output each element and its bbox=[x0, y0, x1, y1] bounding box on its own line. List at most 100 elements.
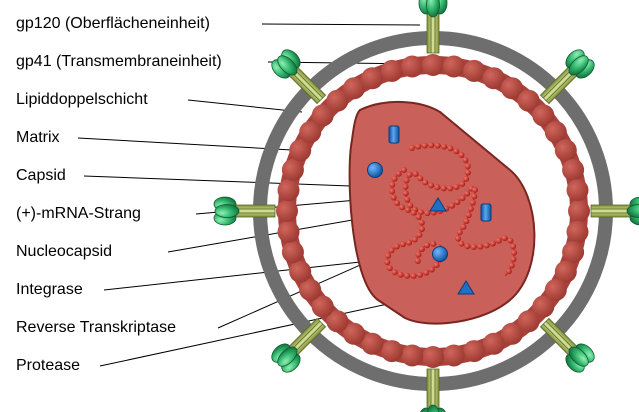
rna-nucleotide bbox=[447, 145, 453, 151]
matrix-bead bbox=[555, 139, 577, 161]
rna-nucleotide bbox=[403, 184, 409, 190]
rna-nucleotide bbox=[454, 199, 460, 205]
rna-nucleotide bbox=[502, 235, 508, 241]
rna-nucleotide bbox=[384, 259, 390, 265]
rna-nucleotide bbox=[490, 241, 496, 247]
rna-nucleotide bbox=[419, 220, 425, 226]
rna-nucleotide bbox=[404, 273, 410, 279]
matrix-bead bbox=[567, 221, 589, 243]
rna-nucleotide bbox=[454, 184, 460, 190]
rna-nucleotide bbox=[464, 243, 470, 249]
matrix-bead bbox=[278, 221, 300, 243]
matrix-bead bbox=[282, 159, 304, 181]
rna-nucleotide bbox=[398, 272, 404, 278]
matrix-bead bbox=[276, 200, 298, 222]
rna-nucleotide bbox=[477, 244, 483, 250]
rna-nucleotide bbox=[394, 244, 400, 250]
rna-nucleotide bbox=[471, 193, 477, 199]
rna-nucleotide bbox=[466, 212, 472, 218]
rna-nucleotide bbox=[441, 144, 447, 150]
matrix-bead bbox=[443, 345, 465, 367]
matrix-bead bbox=[483, 333, 505, 355]
rna-nucleotide bbox=[411, 210, 417, 216]
rna-nucleotide bbox=[463, 218, 469, 224]
rna-nucleotide bbox=[471, 244, 477, 250]
rna-nucleotide bbox=[417, 175, 423, 181]
matrix-bead bbox=[381, 60, 403, 82]
matrix-bead bbox=[282, 241, 304, 263]
rna-nucleotide bbox=[413, 171, 419, 177]
rna-nucleotide bbox=[463, 157, 469, 163]
matrix-bead bbox=[422, 346, 444, 368]
rna-nucleotide bbox=[428, 142, 434, 148]
rna-nucleotide bbox=[394, 200, 400, 206]
gp120-spike-icon bbox=[591, 197, 639, 225]
matrix-bead bbox=[278, 179, 300, 201]
rna-nucleotide bbox=[419, 226, 425, 232]
matrix-bead bbox=[289, 261, 311, 283]
rna-nucleotide bbox=[389, 188, 395, 194]
rna-nucleotide bbox=[434, 262, 440, 268]
rna-nucleotide bbox=[411, 273, 417, 279]
rna-nucleotide bbox=[496, 238, 502, 244]
rna-nucleotide bbox=[403, 190, 409, 196]
matrix-bead bbox=[422, 54, 444, 76]
rna-nucleotide bbox=[405, 207, 411, 213]
rna-nucleotide bbox=[422, 143, 428, 149]
rna-nucleotide bbox=[459, 181, 465, 187]
matrix-bead bbox=[381, 340, 403, 362]
rna-nucleotide bbox=[409, 145, 415, 151]
rna-nucleotide bbox=[484, 242, 490, 248]
rna-nucleotide bbox=[401, 167, 407, 173]
matrix-bead bbox=[463, 340, 485, 362]
rna-nucleotide bbox=[464, 191, 470, 197]
rna-nucleotide bbox=[407, 172, 413, 178]
matrix-bead bbox=[567, 179, 589, 201]
rna-nucleotide bbox=[387, 265, 393, 271]
rna-nucleotide bbox=[417, 272, 423, 278]
matrix-bead bbox=[361, 67, 383, 89]
rna-nucleotide bbox=[455, 236, 461, 242]
rna-nucleotide bbox=[468, 206, 474, 212]
rna-nucleotide bbox=[412, 237, 418, 243]
rna-nucleotide bbox=[465, 163, 471, 169]
matrix-bead bbox=[463, 60, 485, 82]
rna-nucleotide bbox=[400, 241, 406, 247]
rna-nucleotide bbox=[435, 143, 441, 149]
rna-nucleotide bbox=[434, 184, 440, 190]
matrix-bead bbox=[562, 241, 584, 263]
matrix-bead bbox=[401, 345, 423, 367]
rna-nucleotide bbox=[506, 268, 512, 274]
rna-nucleotide bbox=[459, 152, 465, 158]
rna-nucleotide bbox=[391, 195, 397, 201]
rna-nucleotide bbox=[424, 242, 430, 248]
rna-nucleotide bbox=[460, 195, 466, 201]
rna-nucleotide bbox=[399, 204, 405, 210]
rna-nucleotide bbox=[507, 238, 513, 244]
rna-nucleotide bbox=[396, 171, 402, 177]
rna-nucleotide bbox=[458, 241, 464, 247]
rna-nucleotide bbox=[460, 224, 466, 230]
rna-nucleotide bbox=[510, 243, 516, 249]
rna-nucleotide bbox=[392, 176, 398, 182]
rna-nucleotide bbox=[415, 144, 421, 150]
rna-nucleotide bbox=[457, 229, 463, 235]
rna-nucleotide bbox=[465, 170, 471, 176]
matrix-bead bbox=[562, 159, 584, 181]
rna-nucleotide bbox=[449, 203, 455, 209]
matrix-bead bbox=[443, 56, 465, 78]
rna-nucleotide bbox=[389, 247, 395, 253]
rna-nucleotide bbox=[389, 182, 395, 188]
rna-nucleotide bbox=[404, 177, 410, 183]
matrix-bead bbox=[401, 56, 423, 78]
rna-nucleotide bbox=[472, 187, 478, 193]
rna-nucleotide bbox=[416, 232, 422, 238]
matrix-bead bbox=[568, 200, 590, 222]
rna-nucleotide bbox=[406, 240, 412, 246]
rna-nucleotide bbox=[509, 263, 515, 269]
rna-nucleotide bbox=[429, 267, 435, 273]
rna-nucleotide bbox=[422, 179, 428, 185]
rna-nucleotide bbox=[441, 185, 447, 191]
